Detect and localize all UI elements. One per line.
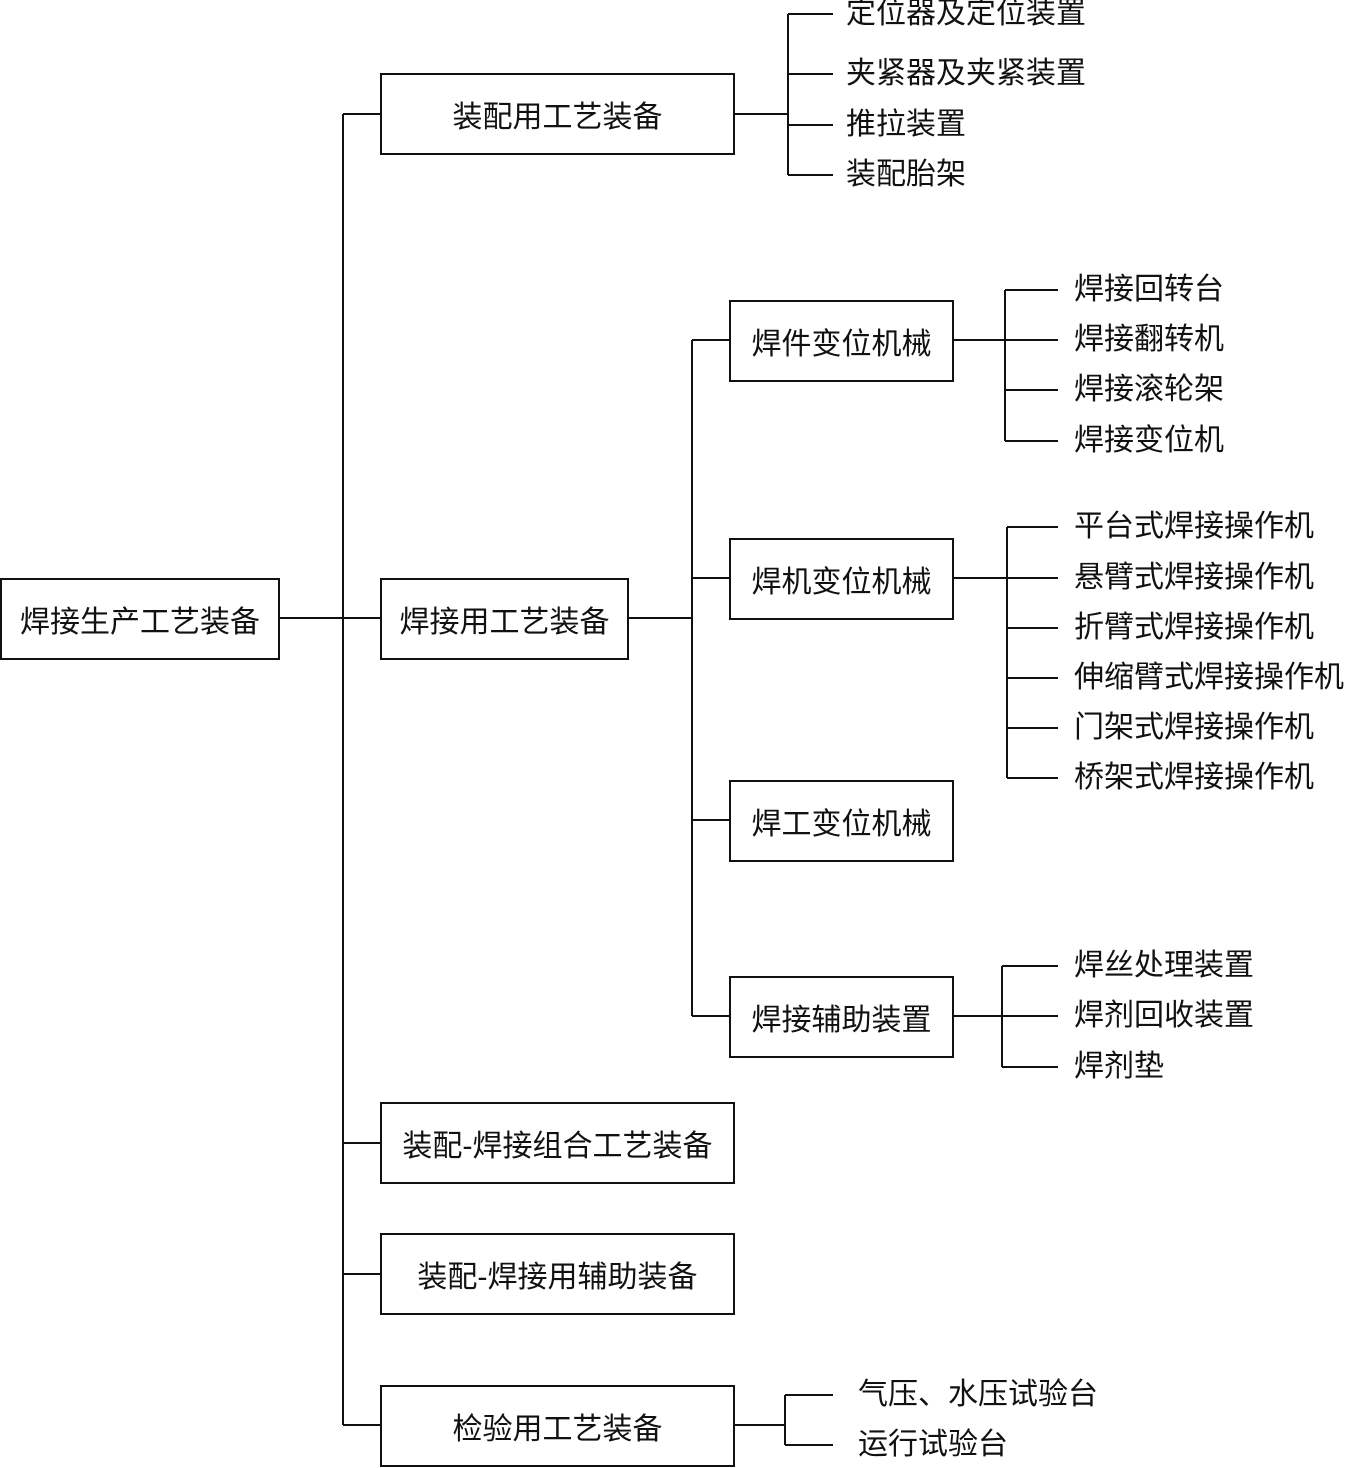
welding-equipment-node: 焊接用工艺装备: [380, 578, 629, 660]
machine-item: 悬臂式焊接操作机: [1074, 560, 1314, 595]
workpiece-item: 焊接变位机: [1074, 423, 1224, 458]
workpiece-positioner-node: 焊件变位机械: [729, 300, 954, 382]
root-node: 焊接生产工艺装备: [0, 578, 280, 660]
assembly-item: 定位器及定位装置: [846, 0, 1086, 31]
auxiliary-item: 焊剂垫: [1074, 1049, 1164, 1084]
machine-item: 伸缩臂式焊接操作机: [1074, 660, 1344, 695]
auxiliary-item: 焊丝处理装置: [1074, 948, 1254, 983]
assembly-item: 推拉装置: [846, 107, 966, 142]
assembly-equipment-node: 装配用工艺装备: [380, 73, 735, 155]
auxiliary-equipment-node: 装配-焊接用辅助装备: [380, 1233, 735, 1315]
auxiliary-item: 焊剂回收装置: [1074, 998, 1254, 1033]
machine-positioner-node: 焊机变位机械: [729, 538, 954, 620]
machine-item: 桥架式焊接操作机: [1074, 760, 1314, 795]
machine-item: 折臂式焊接操作机: [1074, 610, 1314, 645]
assembly-item: 夹紧器及夹紧装置: [846, 56, 1086, 91]
welding-auxiliary-node: 焊接辅助装置: [729, 976, 954, 1058]
workpiece-item: 焊接翻转机: [1074, 322, 1224, 357]
inspection-item: 运行试验台: [858, 1427, 1008, 1462]
inspection-item: 气压、水压试验台: [858, 1377, 1098, 1412]
inspection-equipment-node: 检验用工艺装备: [380, 1385, 735, 1467]
combined-equipment-node: 装配-焊接组合工艺装备: [380, 1102, 735, 1184]
machine-item: 平台式焊接操作机: [1074, 509, 1314, 544]
machine-item: 门架式焊接操作机: [1074, 710, 1314, 745]
workpiece-item: 焊接回转台: [1074, 272, 1224, 307]
welder-positioner-node: 焊工变位机械: [729, 780, 954, 862]
workpiece-item: 焊接滚轮架: [1074, 372, 1224, 407]
assembly-item: 装配胎架: [846, 157, 966, 192]
